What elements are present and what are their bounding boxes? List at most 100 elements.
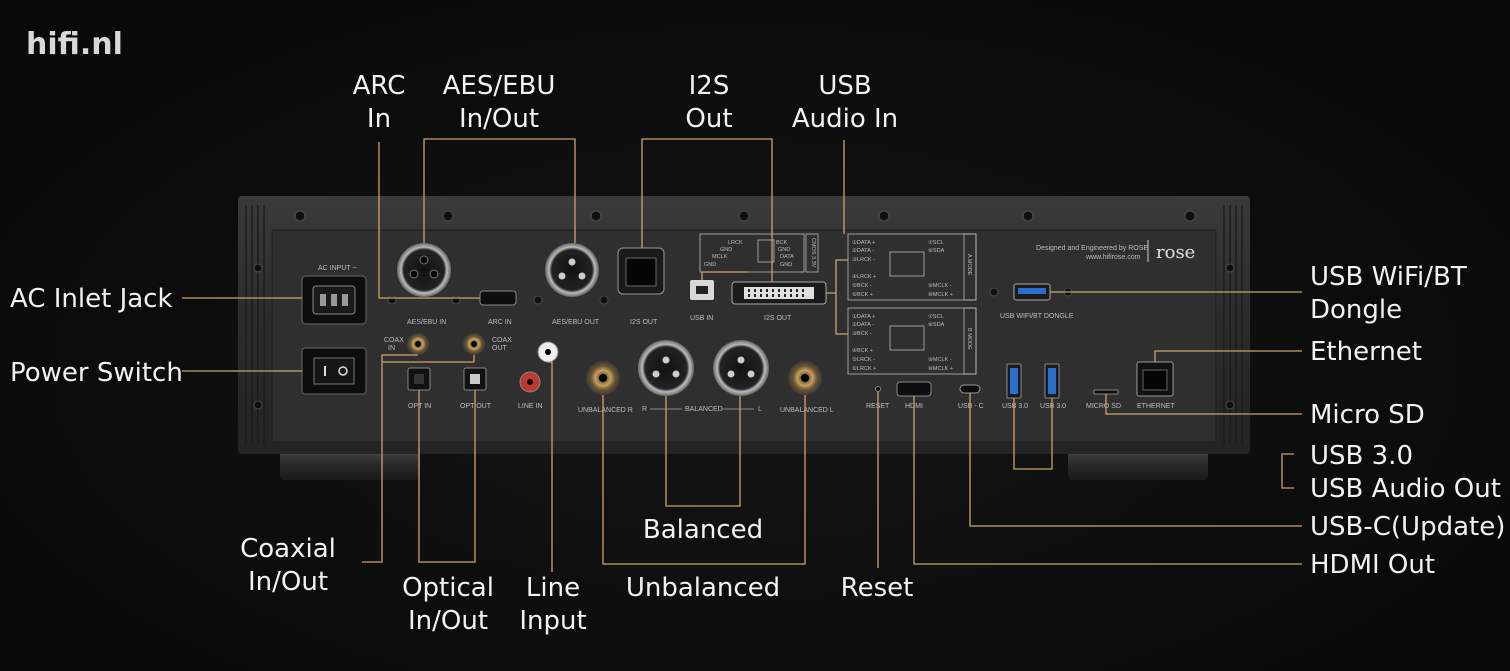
callout-usb30-2: USB Audio Out [1310, 474, 1501, 504]
b-pin-4: ④BCK + [852, 347, 873, 354]
device-rear-panel: AC INPUT ~ AES/EBU IN ARC IN AES/EBU OUT… [238, 196, 1250, 480]
label-coax-in-1: COAX [384, 337, 404, 344]
balanced-l-xlr [713, 340, 769, 396]
label-usb-c: USB - C [958, 403, 984, 410]
foot-left [280, 448, 420, 480]
arc-in-port [479, 290, 517, 306]
callout-power-switch: Power Switch [10, 358, 183, 388]
label-r: R [642, 406, 647, 413]
aes-ebu-out-xlr [545, 243, 599, 297]
callout-arc-1: ARC [353, 71, 406, 101]
balanced-r-xlr [638, 340, 694, 396]
aes-ebu-in-xlr [397, 243, 451, 297]
leader-lines [182, 138, 1302, 572]
label-coax-out-1: COAX [492, 337, 512, 344]
b-pin-8: ⑧SDA [928, 321, 945, 328]
label-usb30-1: USB 3.0 [1002, 403, 1028, 410]
b-pin-1: ①DATA + [852, 313, 875, 320]
callout-coaxial-2: In/Out [248, 567, 328, 597]
label-unbalanced-r: UNBALANCED R [578, 407, 633, 414]
reset-button [875, 386, 881, 392]
a-pin-5: ⑤BCK - [852, 282, 872, 289]
callout-i2s-1: I2S [689, 71, 730, 101]
callout-aes-1: AES/EBU [443, 71, 556, 101]
label-ac-input: AC INPUT ~ [318, 265, 357, 272]
label-i2s-out: I2S OUT [630, 319, 658, 326]
callout-usb-wifi-2: Dongle [1310, 295, 1402, 325]
rj45-pin-4: GND [704, 262, 716, 268]
a-mode-pinout: A MODE ①DATA + ②DATA - ③LRCK - ④LRCK + ⑤… [847, 233, 977, 301]
callout-hdmi-out: HDMI Out [1310, 550, 1435, 580]
b-pin-6: ⑥LRCK + [852, 365, 876, 372]
a-pin-2: ②DATA - [852, 247, 874, 254]
label-coax-in-2: IN [388, 345, 395, 352]
brand-logo: rose [1156, 242, 1195, 263]
callout-ethernet: Ethernet [1310, 337, 1422, 367]
callout-i2s-2: Out [685, 104, 732, 134]
b-pin-9: ⑨MCLK - [928, 356, 952, 363]
b-mode-label: B MODE [966, 328, 972, 350]
callout-labels: ARC In AES/EBU In/Out I2S Out USB Audio … [10, 71, 1505, 636]
website-text: www.hifirose.com [1085, 254, 1141, 261]
callout-optical-2: In/Out [408, 606, 488, 636]
rj45-pin-8: GND [780, 262, 792, 268]
label-unbalanced-l: UNBALANCED L [780, 407, 834, 414]
a-pin-3: ③LRCK - [852, 256, 875, 263]
rj45-pin-5: BCK [776, 240, 788, 246]
callout-coaxial-1: Coaxial [240, 534, 336, 564]
callout-unbalanced: Unbalanced [626, 573, 780, 603]
designed-by-text: Designed and Engineered by ROSE [1036, 245, 1148, 252]
callout-micro-sd: Micro SD [1310, 400, 1425, 430]
a-pin-7: ⑦SCL [928, 239, 944, 246]
callout-balanced: Balanced [643, 515, 763, 545]
foot-right [1068, 448, 1208, 480]
b-pin-3: ③BCK - [852, 330, 872, 337]
label-usb-wifi-dongle: USB WIFI/BT DONGLE [1000, 313, 1074, 320]
a-pin-8: ⑧SDA [928, 247, 945, 254]
a-pin-10: ⑩MCLK + [928, 291, 953, 298]
b-pin-7: ⑦SCL [928, 313, 944, 320]
callout-usb30-1: USB 3.0 [1310, 441, 1413, 471]
label-l: L [758, 406, 762, 413]
label-aes-ebu-out: AES/EBU OUT [552, 319, 600, 326]
hdmi-out-port [896, 381, 932, 397]
label-ethernet-panel: ETHERNET [1137, 403, 1175, 410]
cmos-label: CMOS 3.3V [810, 238, 816, 268]
label-line-in: LINE IN [518, 403, 543, 410]
b-mode-pinout: B MODE ①DATA + ②DATA - ③BCK - ④BCK + ⑤LR… [847, 307, 977, 375]
label-arc-in: ARC IN [488, 319, 512, 326]
a-pin-9: ⑨MCLK - [928, 282, 952, 289]
callout-line-1: Line [526, 573, 580, 603]
a-mode-label: A MODE [966, 254, 972, 276]
b-pin-5: ⑤LRCK - [852, 356, 875, 363]
b-pin-2: ②DATA - [852, 321, 874, 328]
callout-optical-1: Optical [402, 573, 494, 603]
callout-reset: Reset [841, 573, 914, 603]
watermark-logo: hifi.nl [26, 27, 123, 62]
label-usb-in: USB IN [690, 315, 713, 322]
micro-sd-slot [1093, 389, 1119, 395]
callout-usb-audio-1: USB [818, 71, 871, 101]
a-pin-6: ⑥BCK + [852, 291, 873, 298]
callout-line-2: Input [519, 606, 586, 636]
label-i2s-out-dvi: I2S OUT [764, 315, 792, 322]
rj45-pinout-box: LRCK GND MCLK GND BCK GND DATA GND CMOS … [699, 233, 819, 273]
rj45-pin-2: GND [720, 247, 732, 253]
label-micro-sd: MICRO SD [1086, 403, 1121, 410]
callout-arc-2: In [367, 104, 391, 134]
rj45-pin-3: MCLK [712, 254, 728, 260]
label-aes-ebu-in: AES/EBU IN [407, 319, 446, 326]
usb-c-port [959, 384, 981, 394]
callout-usb-audio-2: Audio In [792, 104, 898, 134]
label-balanced-panel: BALANCED [685, 406, 723, 413]
b-pin-10: ⑩MCLK + [928, 365, 953, 372]
callout-usb-wifi-1: USB WiFi/BT [1310, 262, 1467, 292]
callout-aes-2: In/Out [459, 104, 539, 134]
rj45-pin-7: DATA [780, 254, 794, 260]
label-opt-out: OPT OUT [460, 403, 492, 410]
label-usb30-2: USB 3.0 [1040, 403, 1066, 410]
rj45-pin-1: LRCK [728, 240, 743, 246]
rj45-pin-6: GND [778, 247, 790, 253]
